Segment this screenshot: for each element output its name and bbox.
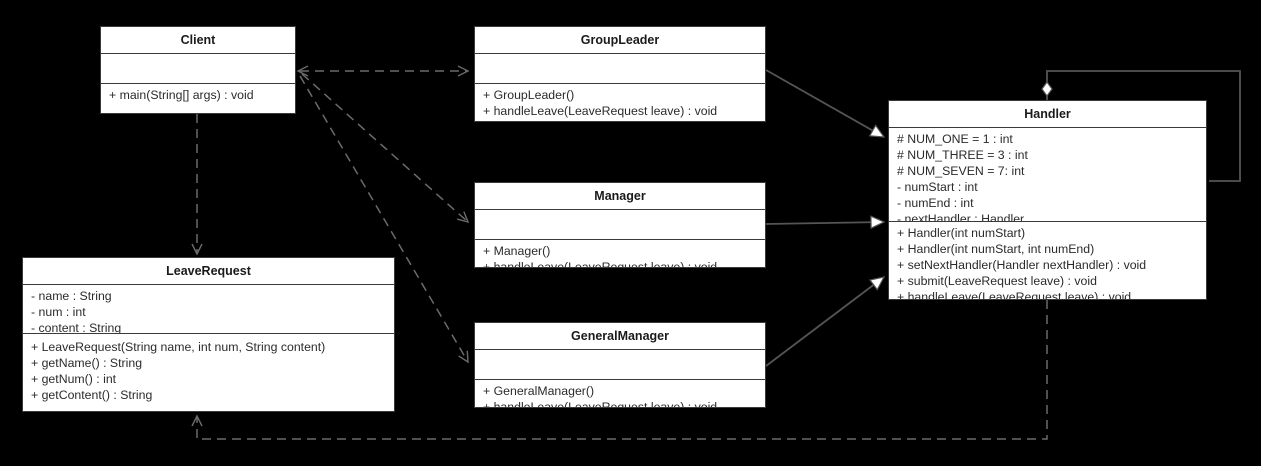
class-attributes-client [101, 53, 295, 83]
class-attributes-groupleader [475, 53, 765, 83]
class-member: + getName() : String [31, 356, 143, 370]
class-methods-manager: + Manager() + handleLeave(LeaveRequest l… [475, 239, 765, 268]
class-box-leaverequest[interactable]: LeaveRequest - name : String - num : int… [22, 257, 395, 412]
class-member: # NUM_ONE = 1 : int [897, 132, 1013, 146]
class-box-handler[interactable]: Handler # NUM_ONE = 1 : int # NUM_THREE … [888, 100, 1207, 300]
class-member: + handleLeave(LeaveRequest leave) : void [483, 260, 718, 268]
class-member: + main(String[] args) : void [109, 88, 254, 102]
class-member: # NUM_THREE = 3 : int [897, 148, 1028, 162]
class-methods-groupleader: + GroupLeader() + handleLeave(LeaveReque… [475, 83, 765, 119]
class-title-manager: Manager [594, 189, 646, 203]
class-member: + GeneralManager() [483, 384, 595, 398]
class-box-generalmanager[interactable]: GeneralManager + GeneralManager() + hand… [474, 322, 766, 408]
class-box-groupleader[interactable]: GroupLeader + GroupLeader() + handleLeav… [474, 26, 766, 122]
class-member: + handleLeave(LeaveRequest leave) : void [483, 104, 718, 118]
class-member: + handleLeave(LeaveRequest leave) : void [897, 290, 1132, 300]
handler-aggregation-diamond [1041, 80, 1053, 98]
class-member: + getContent() : String [31, 388, 153, 402]
class-methods-leaverequest: + LeaveRequest(String name, int num, Str… [23, 333, 394, 403]
edge-manager-to-handler [765, 215, 886, 230]
edge-generalmanager-to-handler [765, 276, 886, 367]
class-member: + LeaveRequest(String name, int num, Str… [31, 340, 326, 354]
class-member: - content : String [31, 321, 122, 333]
class-member: - num : int [31, 305, 86, 319]
class-box-manager[interactable]: Manager + Manager() + handleLeave(LeaveR… [474, 182, 766, 268]
class-title-leaverequest: LeaveRequest [166, 264, 251, 278]
class-member: + Handler(int numStart, int numEnd) [897, 242, 1095, 256]
class-member: - numStart : int [897, 180, 978, 194]
class-title-client: Client [180, 33, 216, 47]
edge-client-to-manager [301, 73, 470, 224]
class-methods-generalmanager: + GeneralManager() + handleLeave(LeaveRe… [475, 379, 765, 408]
class-member: + GroupLeader() [483, 88, 575, 102]
class-member: + getNum() : int [31, 372, 117, 386]
class-member: # NUM_SEVEN = 7: int [897, 164, 1025, 178]
class-methods-handler: + Handler(int numStart) + Handler(int nu… [889, 221, 1206, 300]
class-member: + handleLeave(LeaveRequest leave) : void [483, 400, 718, 408]
class-title-groupleader: GroupLeader [580, 33, 660, 47]
class-attributes-manager [475, 209, 765, 239]
edge-groupleader-to-handler [765, 69, 886, 138]
class-title-handler: Handler [1024, 107, 1071, 121]
class-box-client[interactable]: Client + main(String[] args) : void [100, 26, 296, 114]
class-member: - nextHandler : Handler [897, 212, 1025, 221]
class-member: + setNextHandler(Handler nextHandler) : … [897, 258, 1147, 272]
class-attributes-handler: # NUM_ONE = 1 : int # NUM_THREE = 3 : in… [889, 127, 1206, 221]
class-methods-client: + main(String[] args) : void [101, 83, 295, 103]
class-member: + Manager() [483, 244, 551, 258]
class-member: + Handler(int numStart) [897, 226, 1026, 240]
class-member: + submit(LeaveRequest leave) : void [897, 274, 1097, 288]
class-title-generalmanager: GeneralManager [571, 329, 669, 343]
class-member: - numEnd : int [897, 196, 974, 210]
class-member: - name : String [31, 289, 112, 303]
class-attributes-generalmanager [475, 349, 765, 379]
edge-client-to-groupleader-tail [296, 65, 309, 77]
class-attributes-leaverequest: - name : String - num : int - content : … [23, 284, 394, 333]
